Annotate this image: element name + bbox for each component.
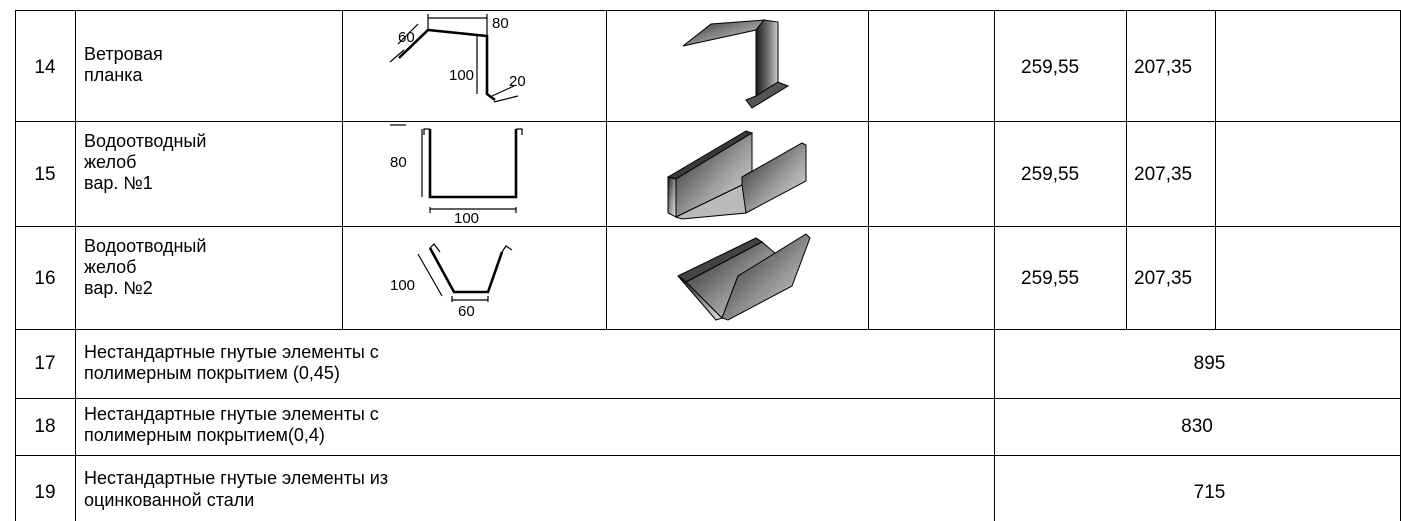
grid-line xyxy=(75,10,76,521)
row-name-line: вар. №1 xyxy=(84,173,153,193)
row-number: 16 xyxy=(34,268,56,289)
grid-line xyxy=(15,455,1401,456)
grid-line xyxy=(15,398,1401,399)
grid-line xyxy=(868,10,869,329)
price-1: 259,55 xyxy=(1021,164,1080,185)
grid-line xyxy=(15,226,1401,227)
price-2: 207,35 xyxy=(1134,57,1193,78)
row-name-line: вар. №2 xyxy=(84,278,153,298)
dimension-label: 100 xyxy=(449,67,474,84)
dimension-label: 20 xyxy=(509,73,526,90)
row-name-line: планка xyxy=(84,65,143,85)
dimension-label: 80 xyxy=(390,154,407,171)
profile-drawing-wind-strip: 60 80 100 20 xyxy=(389,14,526,103)
grid-line xyxy=(15,121,1401,122)
grid-line xyxy=(15,329,1401,330)
row-name-line: полимерным покрытием (0,45) xyxy=(84,363,340,383)
row-name-line: полимерным покрытием(0,4) xyxy=(84,425,325,445)
dimension-label: 80 xyxy=(492,15,509,32)
row-number: 18 xyxy=(34,416,56,437)
product-image-gutter-2 xyxy=(677,233,811,321)
grid-line xyxy=(606,10,607,329)
price-merged: 830 xyxy=(1181,416,1213,437)
price-merged: 895 xyxy=(1193,353,1226,374)
profile-drawing-gutter-1: 80 100 xyxy=(390,124,523,227)
row-name-line: Нестандартные гнутые элементы с xyxy=(84,404,379,424)
dimension-label: 60 xyxy=(458,303,475,320)
row-name-line: желоб xyxy=(84,152,137,172)
price-2: 207,35 xyxy=(1134,268,1193,289)
row-number: 15 xyxy=(34,164,56,185)
grid-line xyxy=(342,10,343,329)
row-name-line: оцинкованной стали xyxy=(84,490,255,510)
grid-line xyxy=(15,10,1401,11)
price-merged: 715 xyxy=(1193,482,1226,503)
row-name-line: Нестандартные гнутые элементы из xyxy=(84,468,389,488)
grid-line xyxy=(994,10,995,521)
price-1: 259,55 xyxy=(1021,57,1080,78)
grid-line xyxy=(1126,10,1127,329)
row-name-line: Водоотводный xyxy=(84,131,207,151)
row-name-line: Ветровая xyxy=(84,44,163,64)
dimension-label: 60 xyxy=(398,29,415,46)
row-number: 14 xyxy=(34,57,56,78)
row-name-line: Нестандартные гнутые элементы с xyxy=(84,342,379,362)
profile-drawing-gutter-2: 100 60 xyxy=(390,243,513,320)
grid-line xyxy=(1215,10,1216,329)
row-name-line: Водоотводный xyxy=(84,236,207,256)
row-number: 19 xyxy=(34,482,56,503)
price-1: 259,55 xyxy=(1021,268,1080,289)
dimension-label: 100 xyxy=(390,277,415,294)
product-image-gutter-1 xyxy=(666,130,807,220)
product-image-wind-strip xyxy=(682,19,790,109)
price-2: 207,35 xyxy=(1134,164,1193,185)
grid-line xyxy=(15,10,16,521)
dimension-label: 100 xyxy=(454,210,479,227)
row-name-line: желоб xyxy=(84,257,137,277)
row-number: 17 xyxy=(34,353,56,374)
